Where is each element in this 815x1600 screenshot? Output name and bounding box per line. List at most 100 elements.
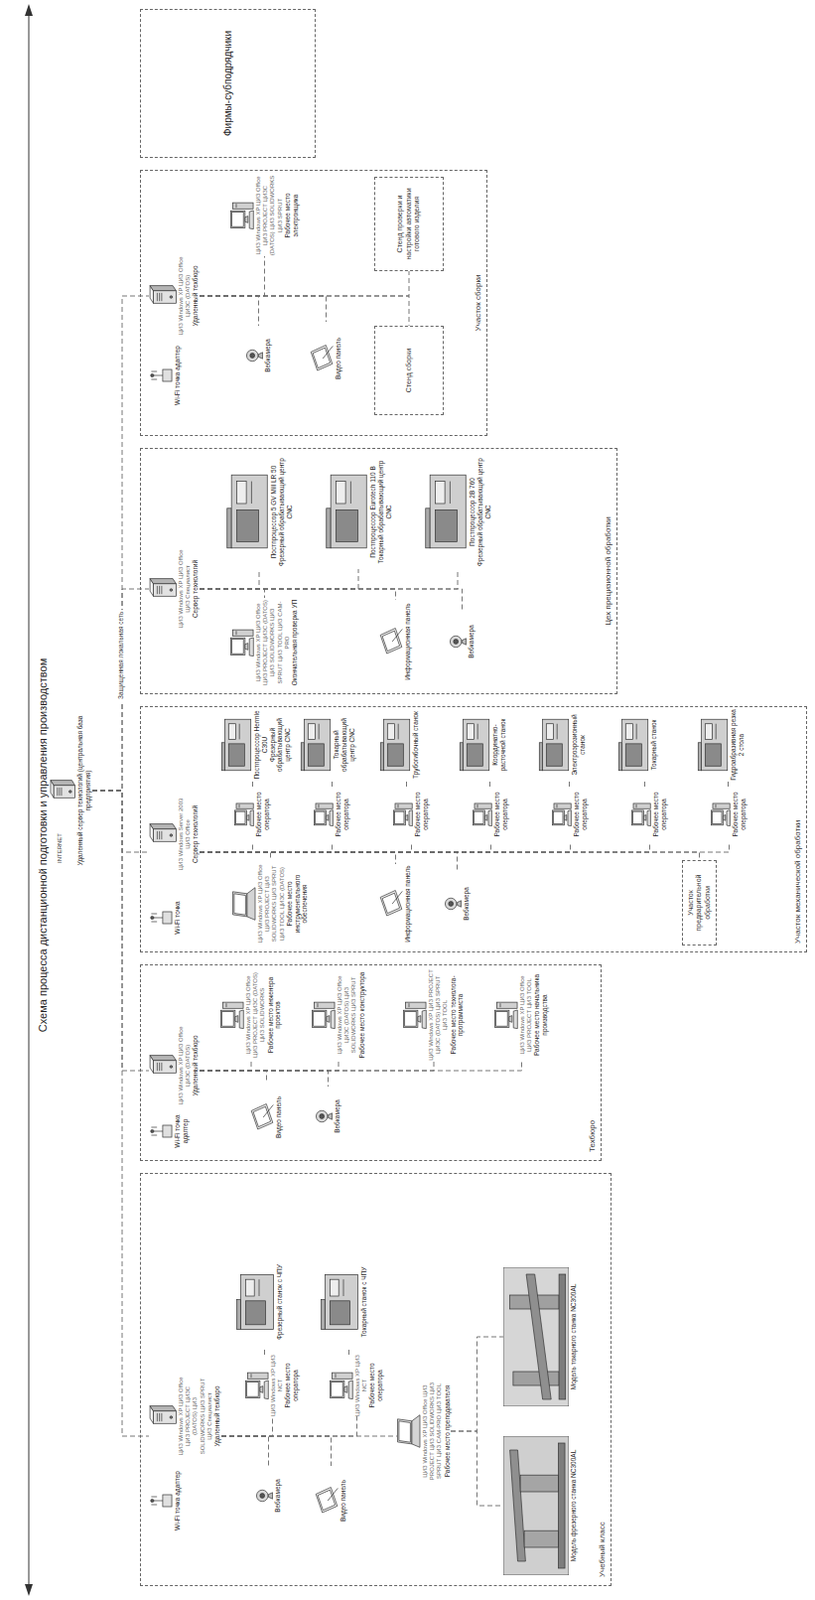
laptop-icon-part <box>411 1414 420 1448</box>
network-link <box>199 1060 434 1071</box>
cam-icon-part <box>246 349 259 362</box>
device-label: Рабочее место инженера проектов <box>267 968 283 1061</box>
server-icon-part <box>160 830 162 839</box>
model2-icon-part <box>558 1273 566 1399</box>
wifi-icon <box>148 1120 173 1141</box>
mach-icon-part <box>636 723 638 740</box>
server-icon-part <box>149 1055 176 1061</box>
software-list: ЦИЗ Windows XP ЦИЗ PROJECT ЦИЗС (DATOS) … <box>427 968 450 1061</box>
network-link <box>199 295 260 326</box>
device-label: Рабочее место преподавателя <box>443 1380 452 1481</box>
network-link <box>406 780 408 787</box>
device-label: Токарный обрабатывающий центр CNC <box>332 708 356 781</box>
pc-icon-part <box>405 815 408 821</box>
device-label: Рабочее место оператора <box>652 786 669 842</box>
device-node: Wi-Fi точка <box>148 887 182 948</box>
software-list: ЦИЗ Windows XP ЦИЗ Office ЦИЗ PROJECT ЦИ… <box>257 859 286 948</box>
cam-icon-part <box>258 352 263 359</box>
server-icon-part <box>158 830 160 839</box>
device-node: Wi-Fi точка адаптер <box>148 345 182 406</box>
network-link <box>199 1070 329 1087</box>
device-label: Координатно-расточной станок <box>491 708 508 781</box>
software-list: ЦИЗ Windows XP ЦИЗ Office ЦИЗ PROJECT ЦИ… <box>421 1380 444 1481</box>
panel-icon <box>314 1485 339 1515</box>
wifi-icon <box>148 1490 173 1510</box>
pc-icon-part <box>232 202 254 209</box>
pc-icon-part <box>318 804 320 808</box>
device-node: Рабочее место оператора <box>313 786 351 842</box>
mach-icon-part <box>715 723 717 740</box>
model1-icon-part <box>557 1442 565 1568</box>
wifi-icon-part <box>150 371 157 373</box>
mach-icon-part <box>221 742 225 771</box>
network-link <box>489 780 491 787</box>
device-label: Рабочее место оператора <box>731 786 748 842</box>
mach-icon-part <box>329 1278 339 1296</box>
pc-icon <box>403 1000 427 1029</box>
pc-icon-part <box>239 1009 244 1029</box>
laptop-icon <box>397 1413 421 1448</box>
network-link <box>199 841 254 852</box>
mach-icon-part <box>300 742 304 771</box>
mach-icon <box>617 716 650 773</box>
network-link <box>221 1435 270 1466</box>
network-link <box>199 568 458 589</box>
mach-icon-part <box>425 508 430 548</box>
software-list: ЦИЗ Windows XP ЦИЗ Office ЦИЗ PROJECT ЦИ… <box>255 597 291 687</box>
device-label: Видео панель <box>334 321 343 396</box>
device-label: Трубогибочный станок <box>411 708 420 781</box>
pc-icon-part <box>405 1011 417 1027</box>
network-link <box>199 841 730 852</box>
mach-icon-part <box>449 481 451 504</box>
stand-box: Участок предварительной обработки <box>681 859 717 946</box>
cam-icon-part <box>260 1493 266 1498</box>
pc-icon-part <box>496 1011 509 1027</box>
device-node: Токарный станок <box>617 708 659 781</box>
device-label: Фрезерный обрабатывающий центр CNC <box>269 708 292 781</box>
software-list: ЦИЗ Windows XP ЦИЗ Office ЦИЗ PROJECT ЦИ… <box>519 968 534 1061</box>
device-node: Видео панель <box>250 1080 283 1154</box>
pc-icon-part <box>417 1015 421 1023</box>
device-node: ЦИЗ Windows XP ЦИЗ PROJECT ЦИЗС (DATOS) … <box>403 968 465 1061</box>
server-icon <box>148 820 177 847</box>
cam-icon-part <box>456 900 461 907</box>
device-label: Постпроцессор Hermle C30U <box>253 708 270 781</box>
network-link <box>221 1415 358 1436</box>
device-label: Сервер технологий <box>191 794 200 874</box>
laptop-icon-part <box>234 893 247 915</box>
network-link <box>264 1346 266 1355</box>
network-link <box>221 1435 332 1466</box>
mach-icon-part <box>380 742 384 771</box>
pc-icon-part <box>329 1379 344 1397</box>
cam-icon <box>255 1487 273 1503</box>
mach-icon-part <box>542 718 568 771</box>
wifi-icon-part <box>162 1494 172 1506</box>
model1-icon-part <box>520 1474 558 1492</box>
device-label: Постпроцессор Eurotech 110 B <box>369 454 378 569</box>
mach-icon <box>299 716 332 773</box>
pc-icon <box>551 802 572 826</box>
region-label: Участок сборки <box>473 170 484 435</box>
server-icon <box>148 282 177 309</box>
panel-icon-part <box>382 630 401 651</box>
server-icon-part <box>169 588 173 592</box>
network-link <box>199 1060 252 1071</box>
device-label: Постпроцессор 5 GV Mill LR 50 <box>270 454 278 569</box>
mach-icon-part <box>545 723 553 740</box>
server-icon-part <box>60 787 62 796</box>
device-label: Гидроабразивная резка 2 стола <box>729 708 746 781</box>
pc-icon-part <box>722 815 725 821</box>
mach-icon <box>319 1271 360 1332</box>
server-icon-part <box>156 585 158 594</box>
stand-label: Участок предварительной обработки <box>686 864 712 941</box>
device-node: Трубогибочный станок <box>379 708 420 781</box>
pc-icon-part <box>513 1009 518 1029</box>
server-icon-part <box>169 295 173 299</box>
device-node: Фрезерный станок с ЧПУ <box>235 1256 284 1347</box>
cam-icon-part <box>449 635 462 648</box>
device-label: Модель токарного станка NC300AL <box>569 1266 578 1406</box>
cam-icon-part <box>268 1492 272 1498</box>
cam-icon-part <box>315 1109 328 1122</box>
pc-icon-part <box>405 1001 426 1008</box>
region-label-holder: Фирмы-субподрядчики <box>140 9 315 157</box>
